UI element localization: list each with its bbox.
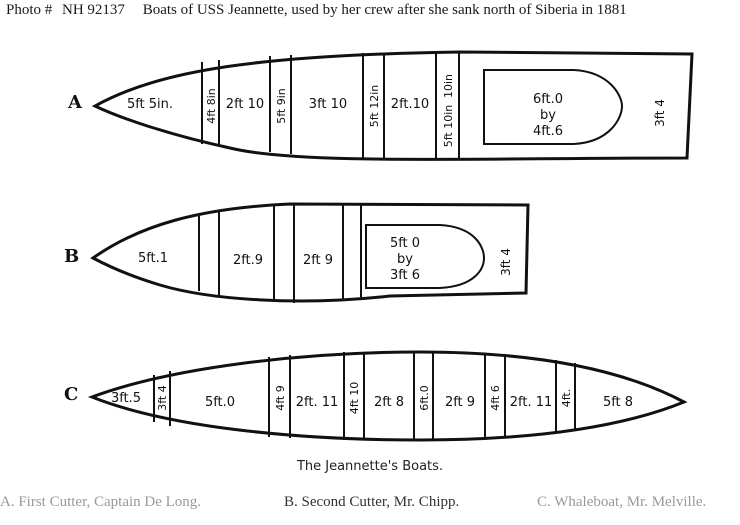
boat-a-diagram: A 5ft 5in. 4ft 8in 2ft 10 5ft 9in 3ft 10…	[67, 50, 694, 161]
boat-c-diagram: C 3ft.5 3ft 4 5ft.0 4ft 9 2ft. 11 4ft 10…	[64, 350, 688, 442]
boat-a-measurement: 5ft 10in	[442, 105, 455, 148]
boat-a-stern-line: 6ft.0	[533, 92, 563, 107]
plate-caption: The Jeannette's Boats.	[296, 459, 444, 474]
boat-c-measurement: 2ft. 11	[510, 395, 553, 410]
boat-c-measurement: 4ft.	[560, 389, 573, 408]
boat-a-stern-line: by	[540, 108, 556, 123]
boat-a-measurement: 3ft 10	[309, 97, 347, 112]
legend-boat-a: A. First Cutter, Captain De Long.	[0, 494, 202, 510]
boat-a-stern-line: 4ft.6	[533, 124, 563, 139]
boat-c-measurement: 4ft 9	[274, 385, 287, 411]
boat-a-measurement: 3ft 4	[653, 99, 667, 127]
legend-boat-b: B. Second Cutter, Mr. Chipp.	[284, 494, 460, 510]
boat-a-measurement: 2ft 10	[226, 97, 264, 112]
boat-a-measurement: 10in	[442, 74, 455, 98]
boat-c-measurement: 3ft 4	[156, 385, 169, 411]
boat-a-measurement: 5ft 12in	[368, 85, 381, 128]
boat-c-measurement: 2ft. 11	[296, 395, 339, 410]
photo-label: Photo #	[6, 2, 53, 18]
boat-c-measurement: 3ft.5	[111, 391, 141, 406]
boat-c-letter: C	[64, 384, 78, 405]
boat-c-measurement: 2ft 9	[445, 395, 475, 410]
boat-a-measurement: 2ft.10	[391, 97, 429, 112]
boat-a-letter: A	[67, 92, 83, 113]
boat-b-stern-panel	[365, 224, 486, 289]
photo-title: Boats of USS Jeannette, used by her crew…	[142, 2, 627, 18]
boat-c-hull	[87, 350, 688, 442]
boat-c-measurement: 2ft 8	[374, 395, 404, 410]
boat-a-measurement: 5ft 9in	[275, 88, 288, 124]
boat-c-measurement: 6ft.0	[418, 385, 431, 411]
boat-b-measurement: 5ft.1	[138, 251, 168, 266]
boat-c-measurement: 4ft 6	[489, 385, 502, 411]
boat-b-stern-line: by	[397, 252, 413, 267]
boat-b-hull	[90, 202, 530, 303]
legend-boat-c: C. Whaleboat, Mr. Melville.	[537, 494, 707, 510]
boat-c-measurement: 5ft 8	[603, 395, 633, 410]
photo-number: NH 92137	[62, 2, 125, 18]
boat-a-stern-panel	[483, 69, 624, 145]
boat-a-measurement: 4ft 8in	[205, 88, 218, 124]
boat-c-measurement: 4ft 10	[348, 382, 361, 414]
boat-c-measurement: 5ft.0	[205, 395, 235, 410]
boat-b-stern-line: 3ft 6	[390, 268, 420, 283]
boat-legend: A. First Cutter, Captain De Long. B. Sec…	[0, 494, 740, 518]
photo-header: Photo # NH 92137 Boats of USS Jeannette,…	[6, 2, 736, 19]
boat-b-measurement: 2ft.9	[233, 253, 263, 268]
boat-b-letter: B	[64, 246, 79, 267]
boat-b-measurement: 2ft 9	[303, 253, 333, 268]
boat-a-hull	[91, 50, 694, 161]
boat-b-stern-line: 5ft 0	[390, 236, 420, 251]
boat-a-measurement: 5ft 5in.	[127, 97, 173, 112]
boat-b-diagram: B 5ft.1 2ft.9 2ft 9 5ft 0 by 3ft 6 3ft 4	[64, 202, 530, 303]
boat-b-measurement: 3ft 4	[499, 248, 513, 276]
